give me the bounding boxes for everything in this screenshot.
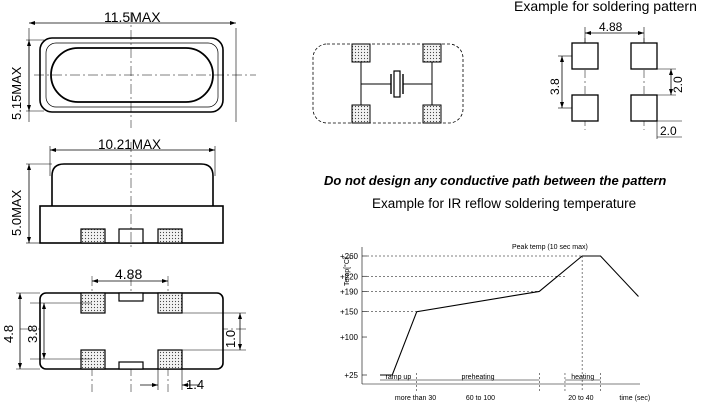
top-width-label: 11.5MAX	[104, 9, 161, 25]
reflow-chart: Temp[°C] Peak temp (10 sec max) +260 +220…	[340, 244, 650, 402]
pattern-pad-top-left	[571, 42, 599, 70]
solder-pattern-heading: Example for soldering pattern	[514, 0, 697, 14]
chart-phase-label: ramp up	[386, 374, 412, 381]
warning-heading: Do not design any conductive path betwee…	[324, 173, 667, 188]
chart-y-tick-label: +260	[340, 252, 359, 261]
bottom-height-inner-label: 3.8	[25, 325, 40, 343]
bottom-body-outline	[39, 292, 224, 370]
top-view: 11.5MAX 5.15MAX	[9, 9, 256, 128]
crystal-can-side	[51, 163, 214, 206]
chart-x-label: 60 to 100	[466, 395, 495, 402]
pattern-pad-bottom-right	[630, 94, 658, 122]
bottom-pad-width-label: 1.4	[186, 377, 204, 392]
chart-profile-line	[380, 255, 639, 376]
bottom-pad-bottom-left	[80, 349, 106, 370]
chart-x-label: more than 30	[395, 395, 436, 402]
side-width-label: 10.21MAX	[98, 137, 161, 152]
bottom-height-outer-label: 4.8	[1, 325, 16, 343]
top-height-label: 5.15MAX	[9, 66, 24, 120]
bottom-pad-top-right	[157, 292, 183, 314]
chart-x-label: 20 to 40	[568, 395, 593, 402]
bottom-pitch-label: 4.88	[115, 266, 142, 282]
pattern-pad-top-right	[630, 42, 658, 70]
chart-peak-annotation: Peak temp (10 sec max)	[512, 244, 588, 251]
bottom-pad-bottom-right	[157, 349, 183, 370]
reflow-heading: Example for IR reflow soldering temperat…	[372, 196, 637, 211]
chart-y-tick-label: +25	[344, 371, 358, 380]
pattern-pitch-label: 4.88	[599, 20, 623, 34]
pattern-pad-bottom-left	[571, 94, 599, 122]
bottom-pad-height-label: 1.0	[223, 330, 238, 348]
pattern-gap-label: 2.0	[671, 76, 685, 93]
chart-y-tick-label: +150	[340, 308, 359, 317]
pattern-pad-label: 2.0	[660, 124, 677, 138]
side-pad-right	[157, 228, 183, 244]
crystal-can	[50, 47, 214, 103]
crystal-symbol	[393, 70, 401, 98]
side-view: 10.21MAX 5.0MAX	[9, 137, 224, 250]
chart-x-label: time (sec)	[619, 395, 650, 402]
bottom-view: 4.88 4.8 3.8 1.0 1.4	[1, 266, 246, 392]
side-height-label: 5.0MAX	[9, 189, 24, 236]
chart-y-tick-label: +220	[340, 272, 359, 281]
chart-phase-label: preheating	[461, 374, 494, 381]
chart-y-label: Temp[°C]	[343, 257, 351, 286]
chart-phase-label: heating	[571, 374, 594, 381]
pattern-height-label: 3.8	[548, 78, 562, 95]
chart-y-tick-label: +100	[340, 333, 359, 342]
chart-y-tick-label: +190	[340, 287, 359, 296]
footprint-view	[312, 43, 464, 124]
side-pad-left	[80, 228, 106, 244]
solder-pattern: 4.88 3.8 2.0 2.0	[548, 20, 685, 139]
